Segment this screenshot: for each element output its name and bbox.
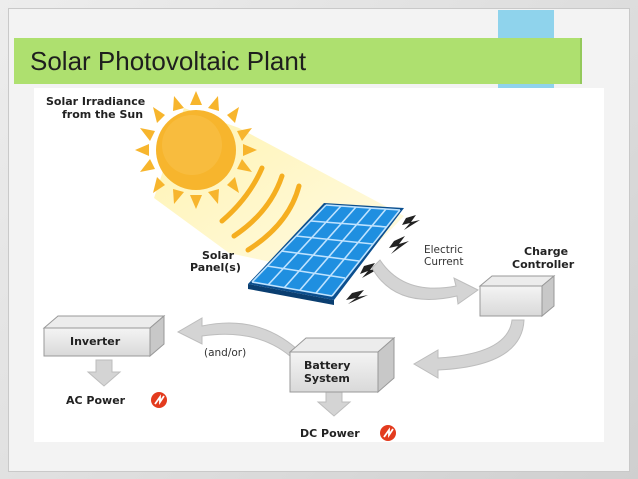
andor-label: (and/or) <box>204 347 246 359</box>
solar-diagram: Solar Irradiance from the Sun Solar Pane… <box>42 91 575 441</box>
arrow-inverter-down <box>86 359 122 387</box>
arrow-panel-to-controller <box>371 259 479 305</box>
solar-panel <box>248 203 404 305</box>
controller-label-line1: Charge <box>524 245 568 258</box>
slide-title: Solar Photovoltaic Plant <box>30 46 307 76</box>
sun-icon <box>135 91 257 209</box>
irradiance-label-line2: from the Sun <box>62 108 143 121</box>
battery-system-box <box>288 336 396 394</box>
panel-label-line2: Panel(s) <box>190 261 241 274</box>
irradiance-label-line1: Solar Irradiance <box>46 95 145 108</box>
current-label-line2: Current <box>424 256 463 268</box>
controller-label-line2: Controller <box>512 258 575 271</box>
battery-label-line1: Battery <box>304 359 350 372</box>
battery-label-line2: System <box>304 372 350 385</box>
charge-controller-box <box>478 274 556 318</box>
electric-current-bolts <box>346 215 420 304</box>
arrow-controller-to-battery <box>413 319 525 379</box>
current-label-line1: Electric <box>424 244 463 256</box>
dc-power-label: DC Power <box>300 427 360 440</box>
title-bar <box>14 38 582 84</box>
ac-power-label: AC Power <box>66 394 126 407</box>
panel-label-line1: Solar <box>202 249 235 262</box>
inverter-label: Inverter <box>70 335 121 348</box>
dc-power-icon <box>380 425 396 441</box>
sun-ray-arcs <box>219 165 302 253</box>
diagram-panel: Solar Irradiance from the Sun Solar Pane… <box>34 88 604 442</box>
ac-power-icon <box>151 392 167 408</box>
arrow-battery-to-inverter <box>176 317 299 357</box>
inverter-box <box>42 314 166 358</box>
